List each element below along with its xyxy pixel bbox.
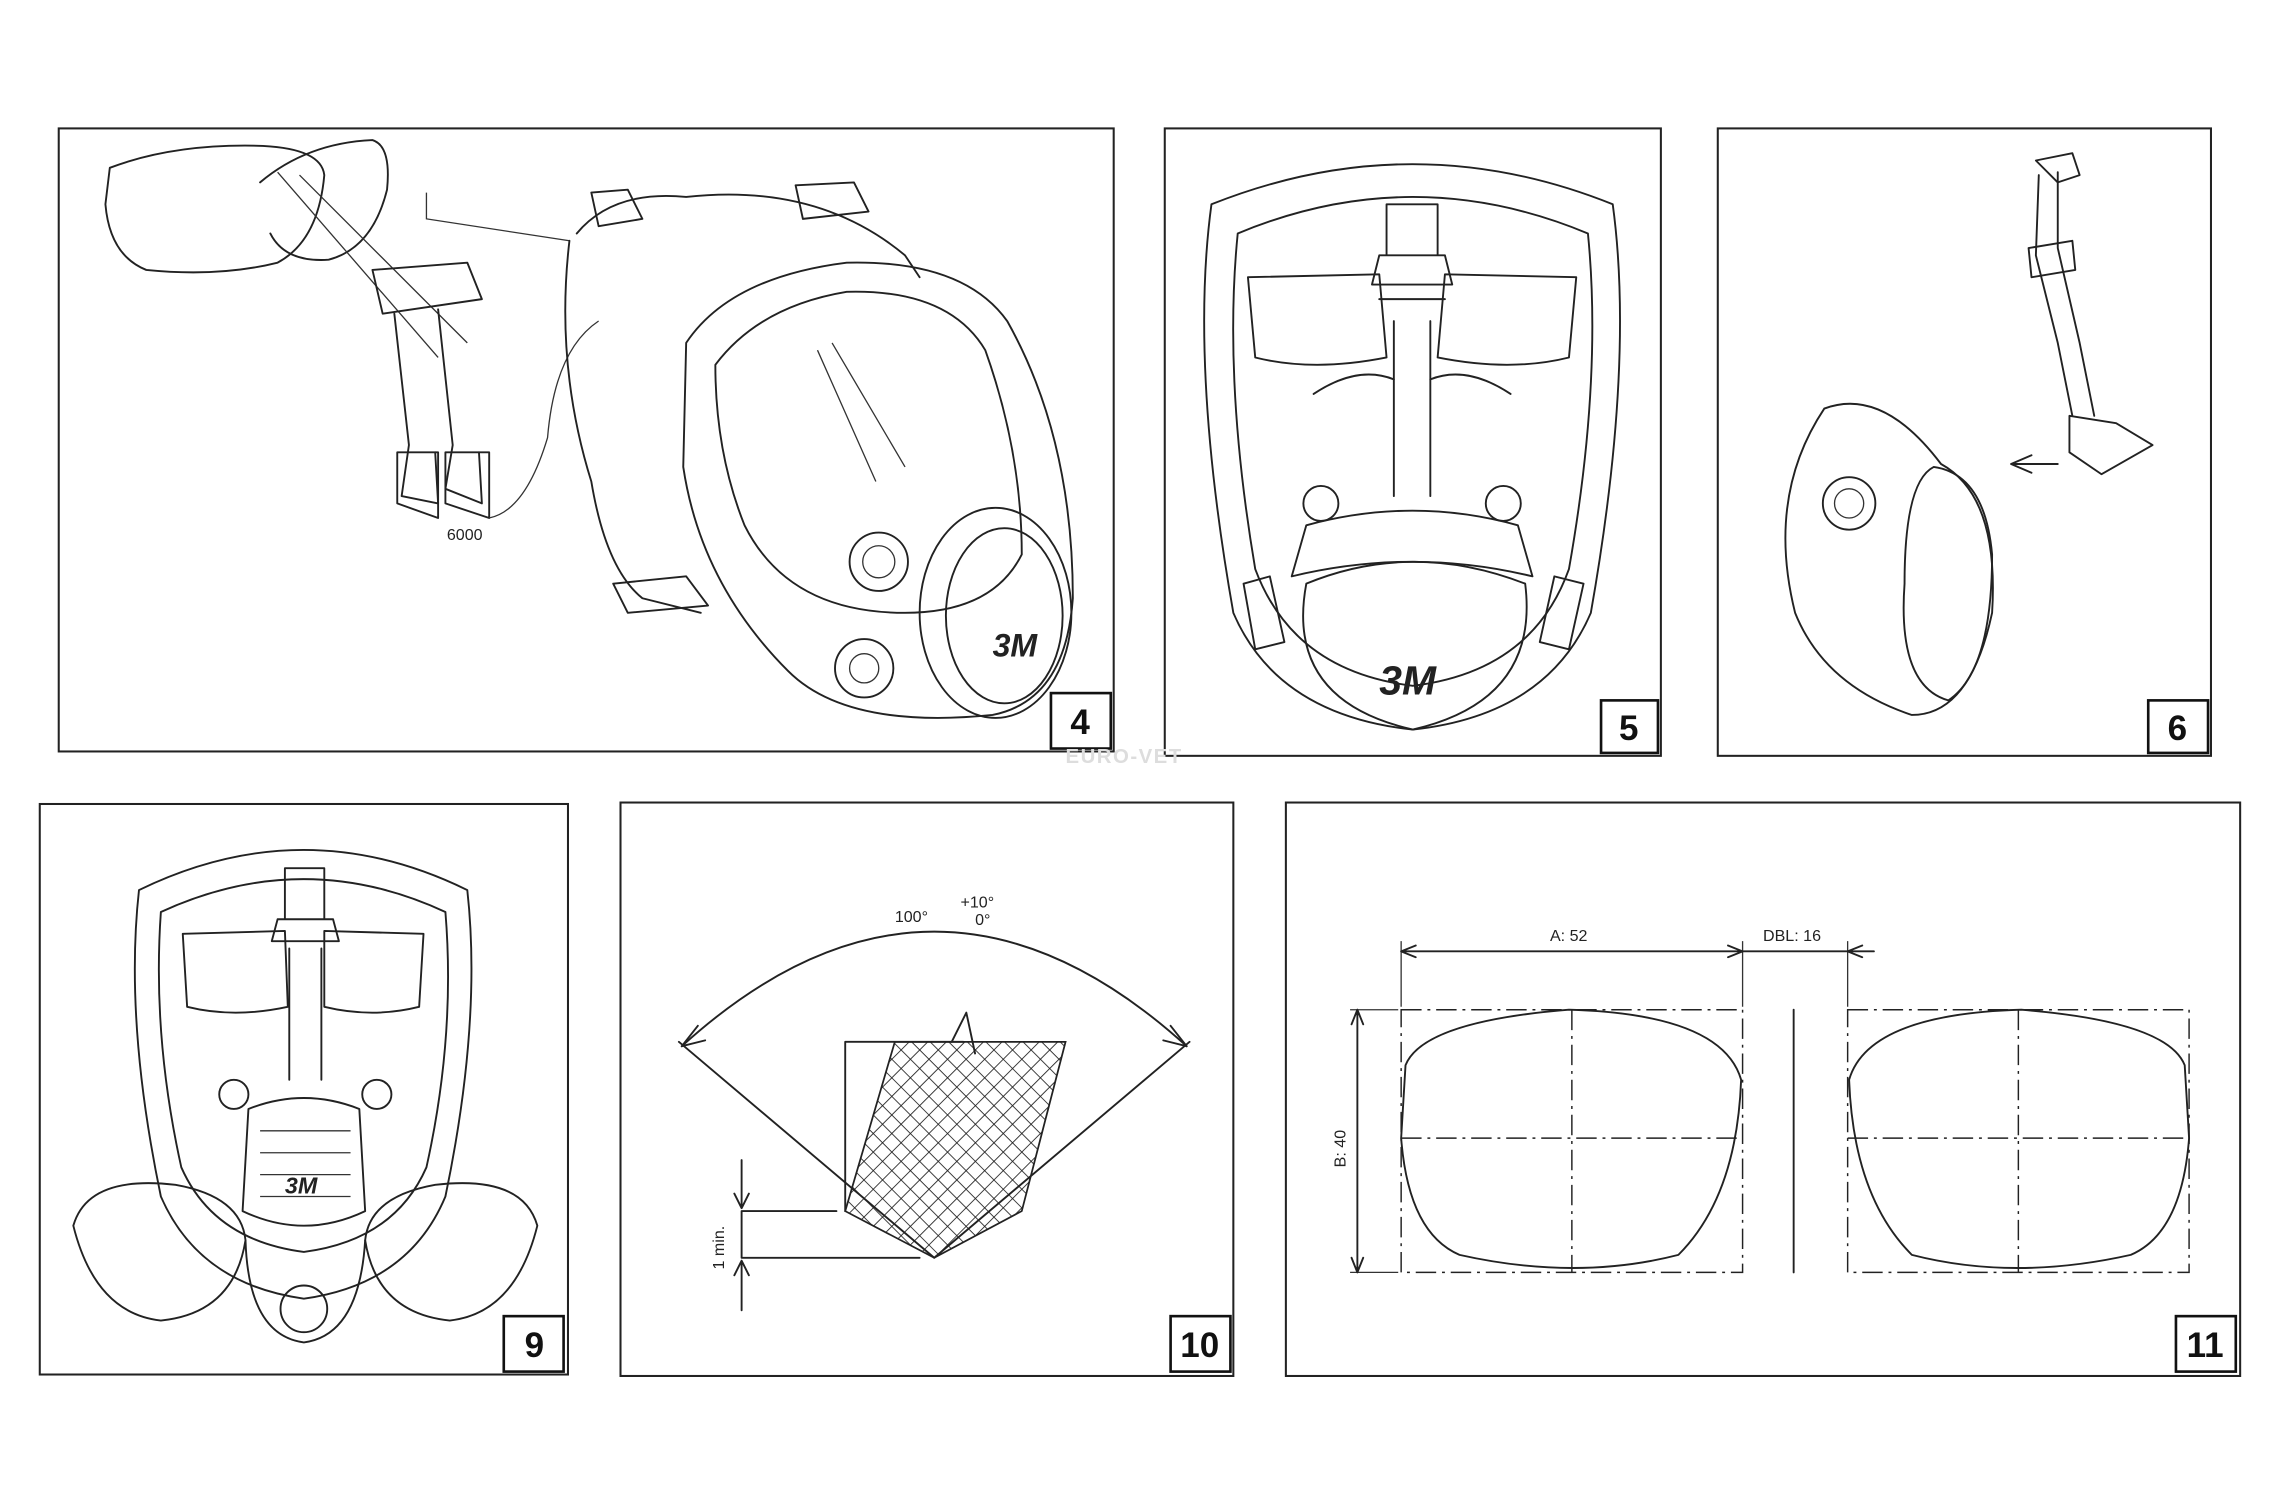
bridge-dimension-label: DBL: 16 (1763, 927, 1821, 945)
figure-number: 10 (1180, 1326, 1219, 1365)
figure-5: 3M 5 (1163, 127, 1662, 757)
figure-11: A: 52 DBL: 16 B: 40 11 (1284, 801, 2242, 1377)
tolerance-plus-label: +10° (960, 894, 994, 912)
width-dimension-label: A: 52 (1550, 927, 1588, 945)
mask-with-filters-front: 3M (72, 849, 539, 1344)
figure-4: 6000 3M 4 (57, 127, 1115, 753)
figure-9: 3M 9 (38, 802, 569, 1376)
mask-front-with-spectacles: 3M (1203, 163, 1621, 731)
spectacle-kit-illustration: 6000 (104, 139, 599, 544)
3m-logo: 3M (285, 1173, 318, 1199)
figure-number: 5 (1619, 709, 1638, 748)
watermark: EURO-VET (1066, 746, 1183, 768)
height-dimension-label: B: 40 (1332, 1130, 1350, 1168)
figure-number: 4 (1070, 703, 1090, 742)
tolerance-minus-label: 0° (975, 911, 990, 929)
figure-10: 100° +10° 0° 1 min. 10 (619, 801, 1235, 1377)
min-distance-label: 1 min. (710, 1226, 728, 1270)
figure-6: 6 (1716, 127, 2212, 757)
lens-dimension-diagram: A: 52 DBL: 16 B: 40 (1332, 927, 2191, 1274)
3m-logo: 3M (993, 628, 1039, 664)
part-code-label: 6000 (447, 526, 483, 544)
full-face-mask-side-illustration: 3M (564, 181, 1074, 719)
figure-number: 11 (2187, 1326, 2224, 1365)
angle-label: 100° (895, 908, 928, 926)
lens-angle-diagram: 100° +10° 0° 1 min. (677, 894, 1191, 1312)
figure-number: 6 (2168, 709, 2187, 748)
figure-number: 9 (525, 1326, 544, 1365)
spectacle-holder-insertion (1784, 152, 2154, 716)
3m-logo: 3M (1379, 658, 1437, 704)
